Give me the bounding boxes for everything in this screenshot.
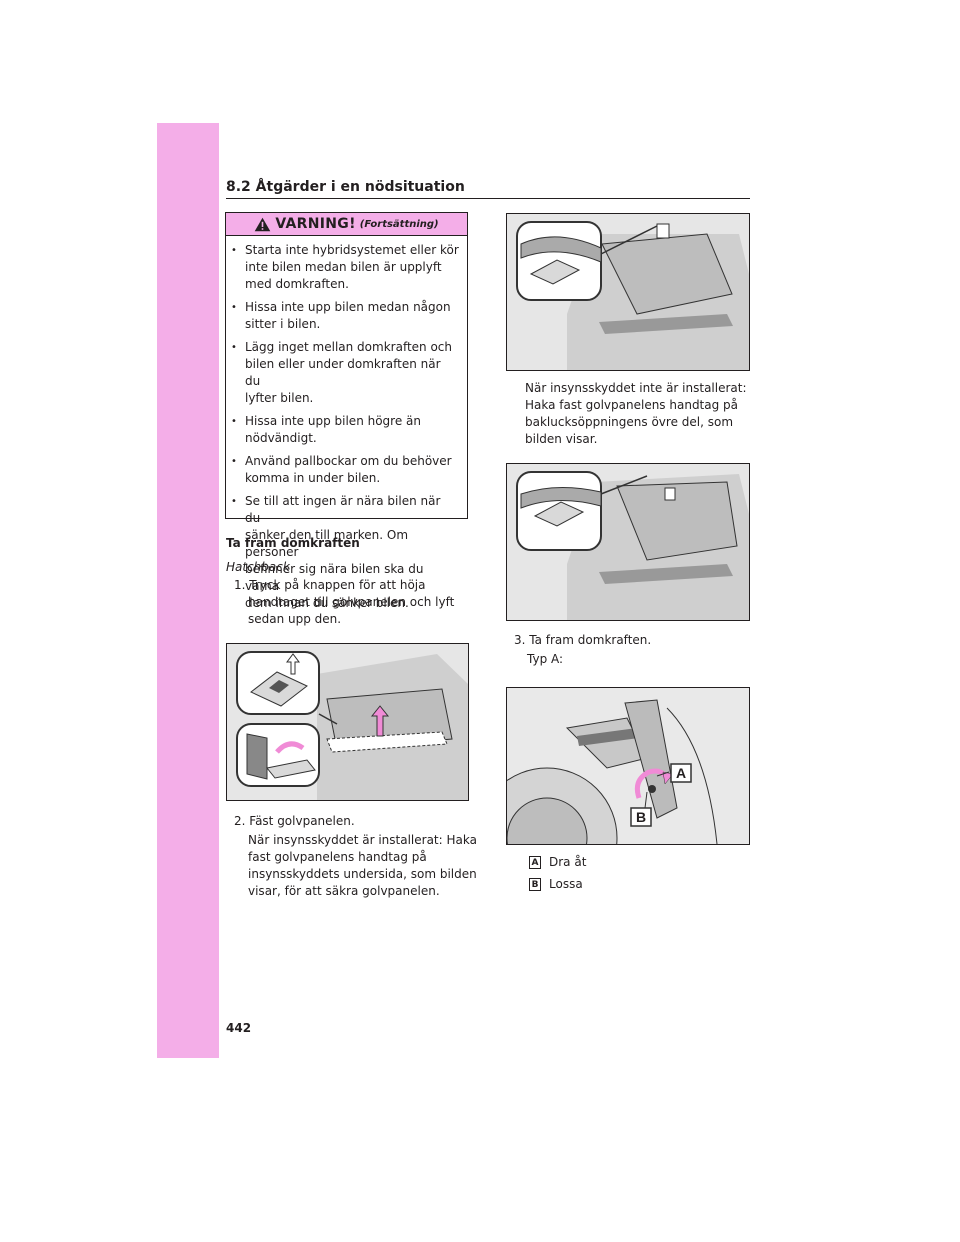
callout-b-label: B bbox=[636, 809, 646, 825]
figure-panel-hooked-opening bbox=[506, 463, 750, 621]
legend-key-a: A bbox=[529, 856, 541, 869]
warning-subtitle: (Fortsättning) bbox=[359, 218, 439, 230]
legend-item-b: B Lossa bbox=[529, 876, 583, 892]
page-number: 442 bbox=[226, 1021, 252, 1035]
chapter-side-tab bbox=[157, 123, 219, 1058]
figure-floor-panel-lift bbox=[226, 643, 469, 801]
warning-list: Starta inte hybridsystemet eller körinte… bbox=[226, 242, 467, 612]
callout-a-label: A bbox=[676, 765, 686, 781]
subsection-heading: Ta fram domkraften bbox=[226, 536, 360, 550]
variant-label: Hatchback bbox=[226, 560, 290, 574]
figure-jack-retrieval: A B bbox=[506, 687, 750, 845]
step-2-body: När insynsskyddet är installerat: Haka f… bbox=[248, 833, 477, 898]
step-2-title: 2. Fäst golvpanelen. bbox=[234, 814, 355, 828]
step-3-title: 3. Ta fram domkraften. bbox=[514, 633, 652, 647]
warning-header: VARNING! (Fortsättning) bbox=[226, 213, 467, 236]
legend-item-a: A Dra åt bbox=[529, 854, 586, 870]
step-3-type: Typ A: bbox=[527, 652, 564, 666]
legend-text-a: Dra åt bbox=[549, 855, 587, 869]
warning-item: Starta inte hybridsystemet eller körinte… bbox=[226, 242, 467, 293]
warning-title: VARNING! bbox=[275, 216, 356, 232]
figure-panel-hooked-cover bbox=[506, 213, 750, 371]
section-heading: 8.2 Åtgärder i en nödsituation bbox=[226, 178, 750, 199]
step-1: 1. Tryck på knappen för att höja handtag… bbox=[234, 578, 455, 626]
warning-item: Se till att ingen är nära bilen när dusä… bbox=[226, 493, 467, 612]
warning-triangle-icon bbox=[255, 217, 271, 231]
warning-box: VARNING! (Fortsättning) Starta inte hybr… bbox=[225, 212, 468, 610]
legend-text-b: Lossa bbox=[549, 877, 583, 891]
legend-key-b: B bbox=[529, 878, 541, 891]
paragraph-no-cover: När insynsskyddet inte är installerat: H… bbox=[525, 381, 747, 446]
